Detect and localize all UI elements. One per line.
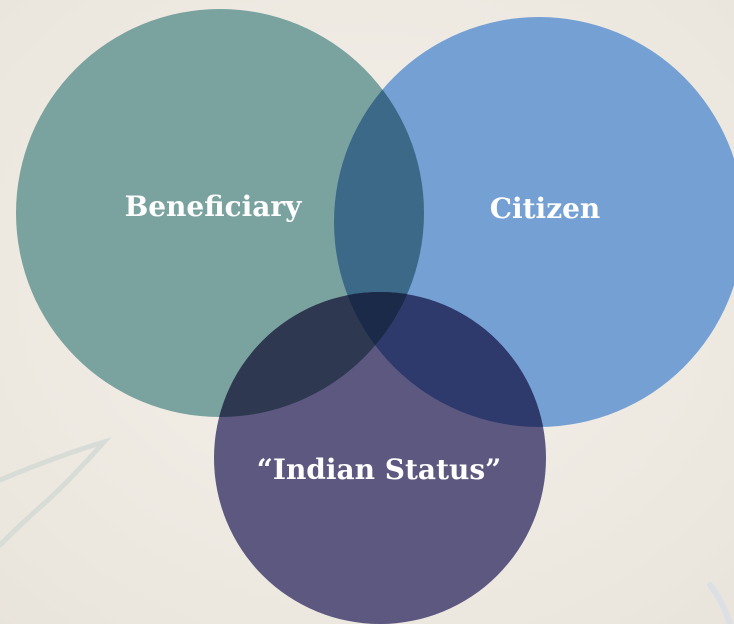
beneficiary-label: Beneficiary	[125, 190, 303, 223]
overlap-citizen-indian-status	[334, 292, 546, 427]
indian-status-label: “Indian Status”	[257, 453, 501, 486]
decorative-stroke-left	[0, 437, 112, 548]
decorative-stroke-right	[707, 582, 733, 624]
citizen-label: Citizen	[490, 192, 601, 225]
overlap-beneficiary-indian-status	[214, 292, 424, 417]
